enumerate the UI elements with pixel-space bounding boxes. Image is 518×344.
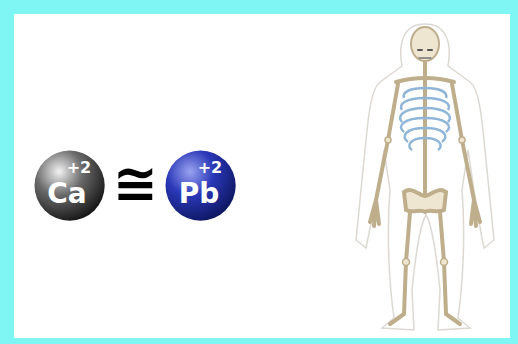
- element-symbol: Ca: [47, 180, 86, 208]
- ion-charge: +2: [198, 160, 223, 176]
- sphere-fill: [35, 151, 105, 221]
- sphere-fill: [166, 151, 236, 221]
- ion-sphere: Pb +2: [165, 150, 236, 221]
- ion-sphere: Ca +2: [34, 150, 105, 221]
- ion-charge: +2: [67, 160, 92, 176]
- congruent-symbol: ≅: [112, 157, 157, 211]
- element-symbol: Pb: [179, 180, 220, 208]
